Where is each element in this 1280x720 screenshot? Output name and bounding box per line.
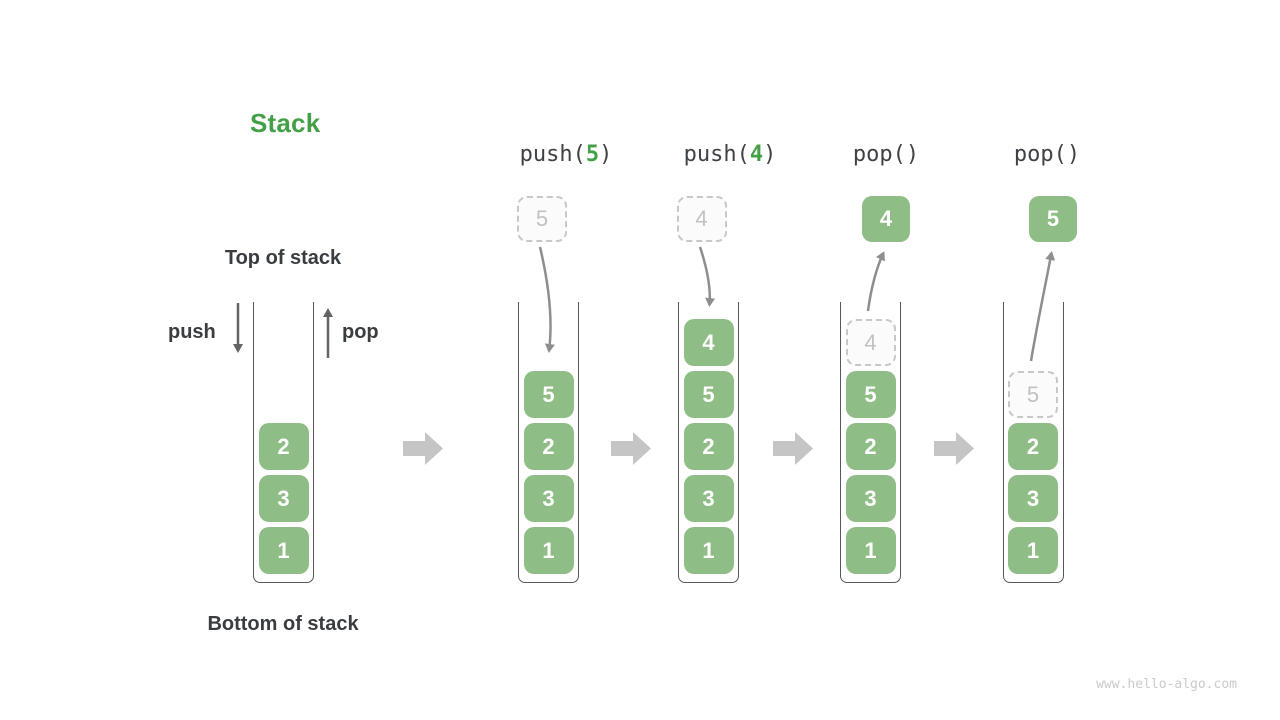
operation-label-push5: push(5) bbox=[519, 142, 613, 167]
stack-cell: 5 bbox=[845, 371, 896, 418]
watermark: www.hello-algo.com bbox=[1096, 677, 1237, 692]
push4-insert-arrow-icon bbox=[698, 246, 716, 307]
step-arrow-1-icon bbox=[403, 432, 443, 465]
stack-cell: 3 bbox=[1008, 475, 1058, 522]
stack-cell: 2 bbox=[683, 423, 734, 470]
stack-cell: 3 bbox=[258, 475, 309, 522]
bottom-of-stack-label: Bottom of stack bbox=[207, 613, 359, 635]
stack-cell: 2 bbox=[258, 423, 309, 470]
stack-cell: 3 bbox=[845, 475, 896, 522]
push-label: push bbox=[168, 321, 216, 343]
stack-cell: 5 bbox=[683, 371, 734, 418]
incoming-ghost-cell: 4 bbox=[676, 196, 727, 242]
operation-arg: 4 bbox=[749, 142, 764, 167]
stack-cell: 3 bbox=[683, 475, 734, 522]
pop5-remove-arrow-icon bbox=[1029, 251, 1056, 362]
stack-container-pop-first bbox=[840, 302, 901, 583]
ghost-stack-cell: 4 bbox=[845, 319, 896, 366]
popped-value-cell: 4 bbox=[862, 196, 910, 242]
stack-cell: 3 bbox=[523, 475, 574, 522]
operation-label-pop-second: pop() bbox=[1013, 142, 1081, 167]
pop4-remove-arrow-icon bbox=[866, 251, 885, 312]
stack-container-pop-second bbox=[1002, 302, 1064, 583]
diagram-title: Stack bbox=[250, 108, 321, 138]
stack-cell: 4 bbox=[683, 319, 734, 366]
stack-cell: 2 bbox=[845, 423, 896, 470]
stack-cell: 1 bbox=[1008, 527, 1058, 574]
stack-cell: 5 bbox=[523, 371, 574, 418]
stack-container-push5 bbox=[518, 302, 579, 583]
popped-value-cell: 5 bbox=[1029, 196, 1077, 242]
top-of-stack-label: Top of stack bbox=[224, 247, 342, 269]
stack-cell: 2 bbox=[523, 423, 574, 470]
pop-label: pop bbox=[342, 321, 379, 343]
stack-cell: 1 bbox=[683, 527, 734, 574]
incoming-ghost-cell: 5 bbox=[517, 196, 567, 242]
stack-cell: 2 bbox=[1008, 423, 1058, 470]
ghost-stack-cell: 5 bbox=[1008, 371, 1058, 418]
operation-label-pop-first: pop() bbox=[852, 142, 920, 167]
stack-container-initial bbox=[253, 302, 314, 583]
stack-cell: 1 bbox=[523, 527, 574, 574]
operation-label-push4: push(4) bbox=[683, 142, 777, 167]
step-arrow-2-icon bbox=[611, 432, 651, 465]
step-arrow-3-icon bbox=[773, 432, 813, 465]
step-arrow-4-icon bbox=[934, 432, 974, 465]
stack-container-push4 bbox=[678, 302, 739, 583]
stack-cell: 1 bbox=[845, 527, 896, 574]
operation-arg: 5 bbox=[585, 142, 600, 167]
push5-insert-arrow-icon bbox=[538, 246, 555, 353]
stack-cell: 1 bbox=[258, 527, 309, 574]
